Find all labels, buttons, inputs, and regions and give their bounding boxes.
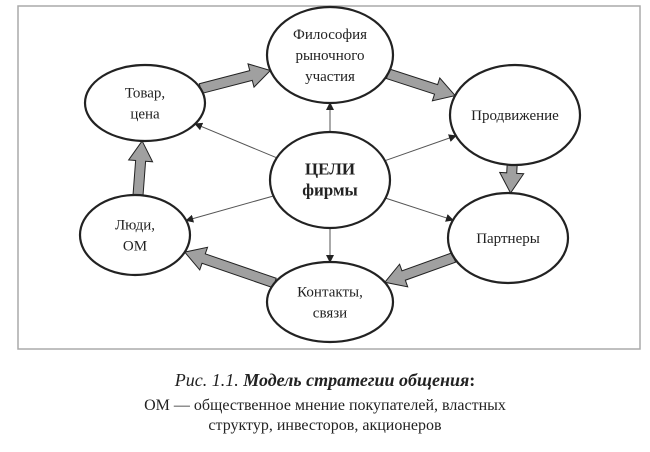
thin-arrows (185, 102, 457, 263)
arrow-center-to-product (194, 122, 277, 159)
node-ellipse (446, 191, 570, 285)
node-label: Продвижение (471, 108, 559, 124)
node-center: ЦЕЛИ фирмы (268, 130, 392, 230)
node-label: рыночного (295, 48, 364, 64)
figure-title-suffix: : (469, 370, 476, 390)
figure-title: Модель стратегии общения (243, 370, 470, 390)
caption-line-2: ОМ — общественное мнение покупателей, вл… (144, 397, 506, 414)
node-promotion: Продвижение (448, 63, 582, 167)
figure-label: Рис. 1.1. (174, 370, 239, 390)
node-ellipse (265, 5, 395, 105)
node-label: Философия (293, 27, 367, 43)
node-label: ОМ (123, 239, 147, 255)
node-label: цена (130, 107, 160, 123)
node-ellipse (268, 130, 392, 230)
node-ellipse (265, 260, 395, 344)
arrow-center-to-promotion (384, 134, 457, 162)
node-label: Товар, (125, 86, 165, 102)
cycle-arrow-contacts-to-people (183, 246, 277, 289)
node-ellipse (448, 63, 582, 167)
node-label: связи (313, 306, 347, 322)
node-people: Люди, ОМ (78, 193, 192, 277)
figure-caption-title: Рис. 1.1. Модель стратегии общения: (0, 370, 650, 391)
node-contacts: Контакты, связи (265, 260, 395, 344)
cycle-arrows (127, 63, 525, 289)
cycle-arrow-people-to-product (127, 139, 154, 196)
arrow-center-to-people (185, 195, 274, 223)
node-label: участия (305, 69, 355, 85)
node-label: Партнеры (476, 231, 540, 247)
cycle-arrow-promotion-to-partners (498, 164, 525, 195)
caption-line-3: структур, инвесторов, акционеров (208, 417, 442, 434)
node-ellipse (78, 193, 192, 277)
cycle-arrow-product-to-philosophy (198, 63, 272, 95)
arrow-center-to-partners (385, 197, 454, 222)
node-product: Товар, цена (83, 63, 207, 143)
node-partners: Партнеры (446, 191, 570, 285)
node-label: ЦЕЛИ (305, 160, 355, 179)
node-label: фирмы (302, 181, 358, 200)
node-label: Контакты, (297, 285, 363, 301)
cycle-arrow-philosophy-to-promotion (385, 68, 457, 102)
node-philosophy: Философия рыночного участия (265, 5, 395, 105)
node-label: Люди, (115, 218, 155, 234)
cycle-arrow-partners-to-contacts (383, 252, 457, 288)
node-ellipse (83, 63, 207, 143)
